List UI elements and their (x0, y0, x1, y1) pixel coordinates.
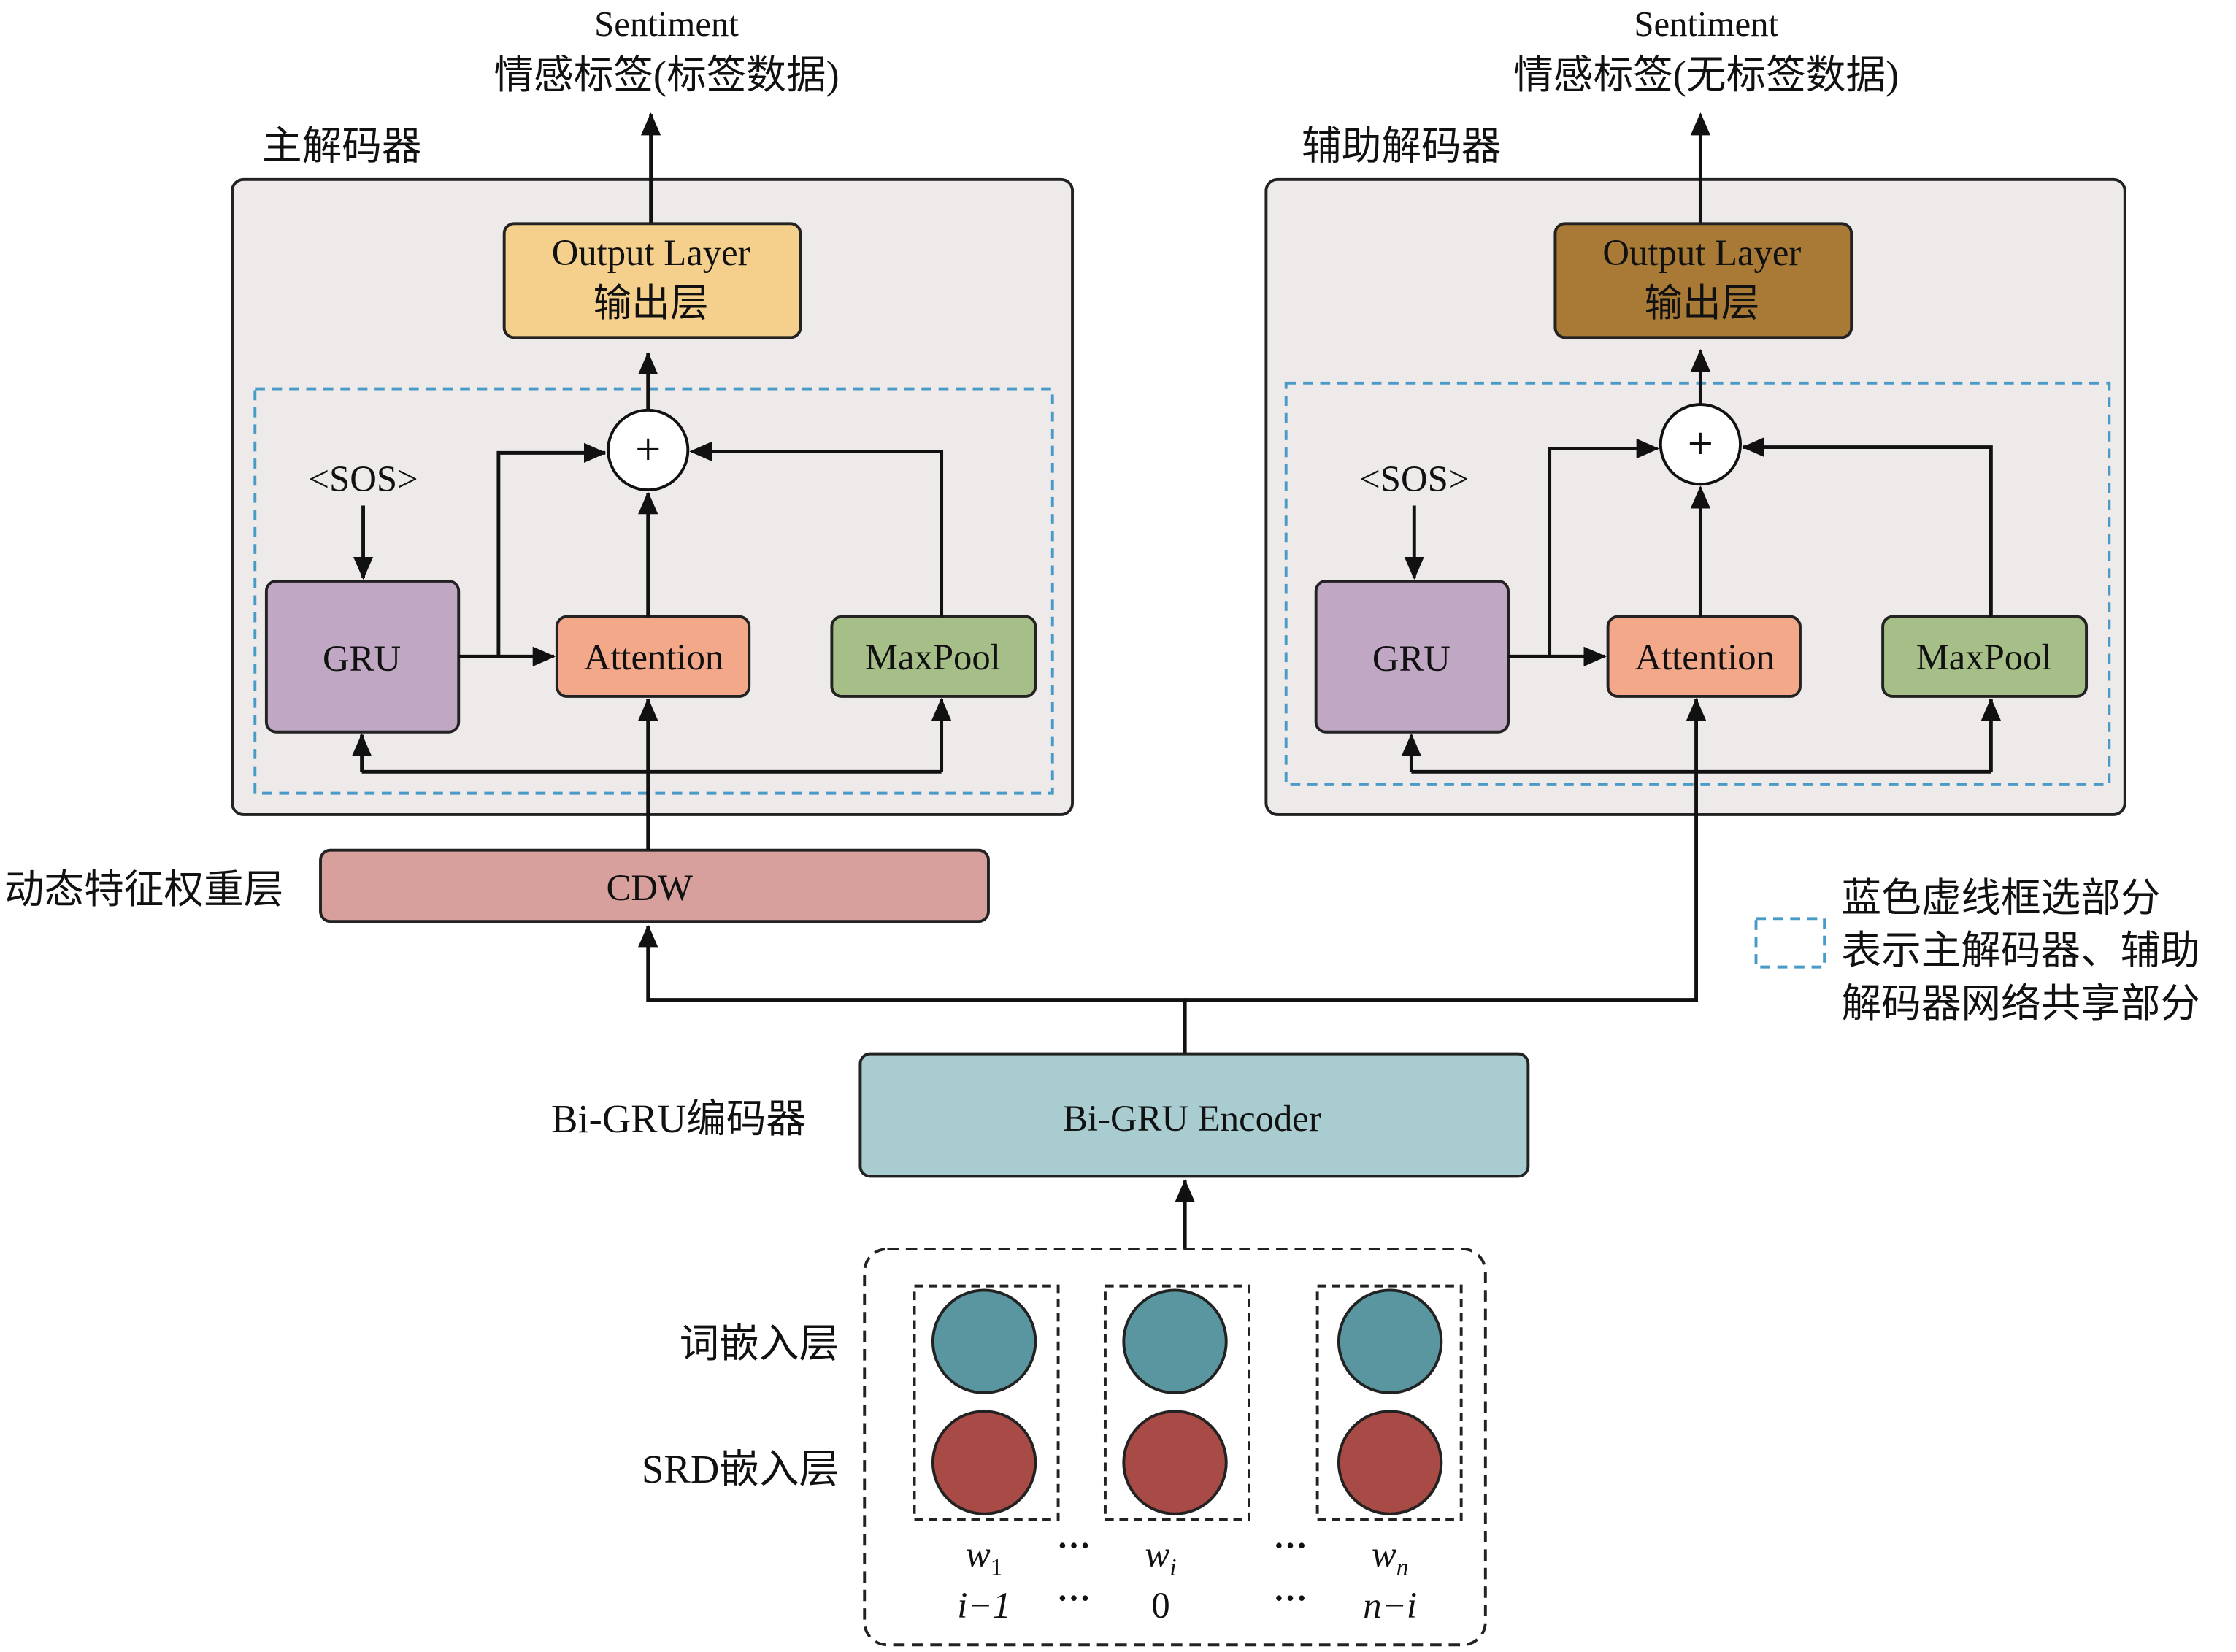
token-w: w (1372, 1534, 1396, 1575)
aux-plus-node (1659, 403, 1742, 486)
token-subscript: i (1169, 1554, 1176, 1581)
word-embedding-circle (931, 1288, 1037, 1394)
aux-attention-label: Attention (1634, 637, 1775, 677)
embedding-outer-box (863, 1247, 1487, 1647)
token-word: wi (1145, 1534, 1176, 1581)
aux-shared-region (1284, 381, 2111, 786)
main-plus-node (607, 408, 690, 492)
token-word: w1 (966, 1534, 1002, 1581)
aux-attention-box (1606, 615, 1802, 698)
srd-embedding-circle (1337, 1410, 1443, 1515)
aux-output-layer-box (1553, 222, 1853, 339)
encoder-label: Bi-GRU Encoder (1063, 1098, 1321, 1139)
aux-output-sentiment-cn-label: 情感标签(无标签数据) (1513, 53, 1899, 97)
legend-line-2: 表示主解码器、辅助 (1842, 929, 2200, 973)
token-position: n−i (1363, 1585, 1417, 1626)
aux-output-layer-en: Output Layer (1602, 232, 1801, 273)
legend-line-1: 蓝色虚线框选部分 (1842, 876, 2161, 921)
word-embedding-label: 词嵌入层 (680, 1321, 839, 1366)
token-position: i−1 (957, 1585, 1011, 1626)
ellipsis-bottom-right: ··· (1273, 1579, 1307, 1617)
main-decoder: Sentiment 情感标签(标签数据) 主解码器 Output Layer 输… (231, 4, 1075, 816)
token-group-box (1315, 1284, 1463, 1521)
main-plus-symbol: + (635, 423, 661, 475)
token-w: w (1145, 1534, 1169, 1575)
token-column-2: wi 0 (1103, 1284, 1250, 1626)
legend-line-3: 解码器网络共享部分 (1842, 981, 2200, 1026)
aux-maxpool-label: MaxPool (1916, 637, 2052, 677)
aux-gru-to-plus-arrow (1548, 438, 1659, 657)
main-gru-label: GRU (323, 638, 401, 679)
main-attention-box (555, 615, 751, 698)
aux-output-sentiment-label: Sentiment (1634, 4, 1778, 44)
main-output-sentiment-label: Sentiment (594, 4, 739, 44)
encoder-box (858, 1052, 1530, 1178)
main-output-layer-cn: 输出层 (593, 283, 709, 325)
main-output-layer-en: Output Layer (552, 232, 750, 273)
main-output-layer-box (502, 222, 802, 339)
legend-dashed-box-icon (1754, 917, 1826, 969)
aux-decoder: Sentiment 情感标签(无标签数据) 辅助解码器 Output Layer… (1264, 4, 2126, 816)
ellipsis-top-right: ··· (1273, 1526, 1307, 1564)
aux-maxpool-box (1881, 615, 2089, 698)
word-embedding-circle (1337, 1288, 1443, 1394)
token-group-box (913, 1284, 1060, 1521)
aux-sos-label: <SOS> (1359, 458, 1469, 499)
aux-decoder-title: 辅助解码器 (1302, 123, 1501, 168)
main-sos-label: <SOS> (308, 458, 418, 499)
encoder-to-cdw-arrow (638, 924, 1187, 1054)
cdw-label: CDW (607, 867, 693, 908)
aux-output-layer-cn: 输出层 (1644, 283, 1759, 325)
main-shared-region (253, 387, 1054, 795)
encoder-to-aux-attention-arrow (1185, 697, 1707, 1002)
srd-embedding-circle (1122, 1410, 1228, 1515)
srd-embedding-circle (931, 1410, 1037, 1515)
main-gru-to-plus-arrow (496, 442, 607, 657)
token-group-box (1103, 1284, 1250, 1521)
token-word: wn (1372, 1534, 1408, 1581)
aux-plus-symbol: + (1688, 418, 1713, 469)
main-decoder-title: 主解码器 (262, 123, 421, 168)
srd-embedding-label: SRD嵌入层 (642, 1447, 839, 1491)
token-position: 0 (1151, 1585, 1169, 1626)
token-subscript: 1 (991, 1554, 1003, 1581)
aux-gru-label: GRU (1372, 638, 1451, 679)
main-output-sentiment-cn-label: 情感标签(标签数据) (493, 53, 839, 97)
cdw-side-label: 动态特征权重层 (4, 867, 283, 912)
main-attention-label: Attention (584, 637, 724, 677)
main-maxpool-box (830, 615, 1037, 698)
ellipsis-bottom-left: ··· (1057, 1579, 1091, 1617)
token-column-1: w1 i−1 (913, 1284, 1060, 1626)
token-subscript: n (1396, 1554, 1409, 1581)
encoder-side-label: Bi-GRU编码器 (551, 1096, 806, 1141)
token-w: w (966, 1534, 991, 1575)
main-maxpool-label: MaxPool (865, 637, 1001, 677)
cdw-box (319, 848, 990, 923)
word-embedding-circle (1122, 1288, 1228, 1394)
token-column-3: wn n−i (1315, 1284, 1463, 1626)
aux-maxpool-to-plus-arrow (1741, 437, 1993, 617)
ellipsis-top-left: ··· (1057, 1526, 1091, 1564)
main-maxpool-to-plus-arrow (689, 441, 944, 617)
